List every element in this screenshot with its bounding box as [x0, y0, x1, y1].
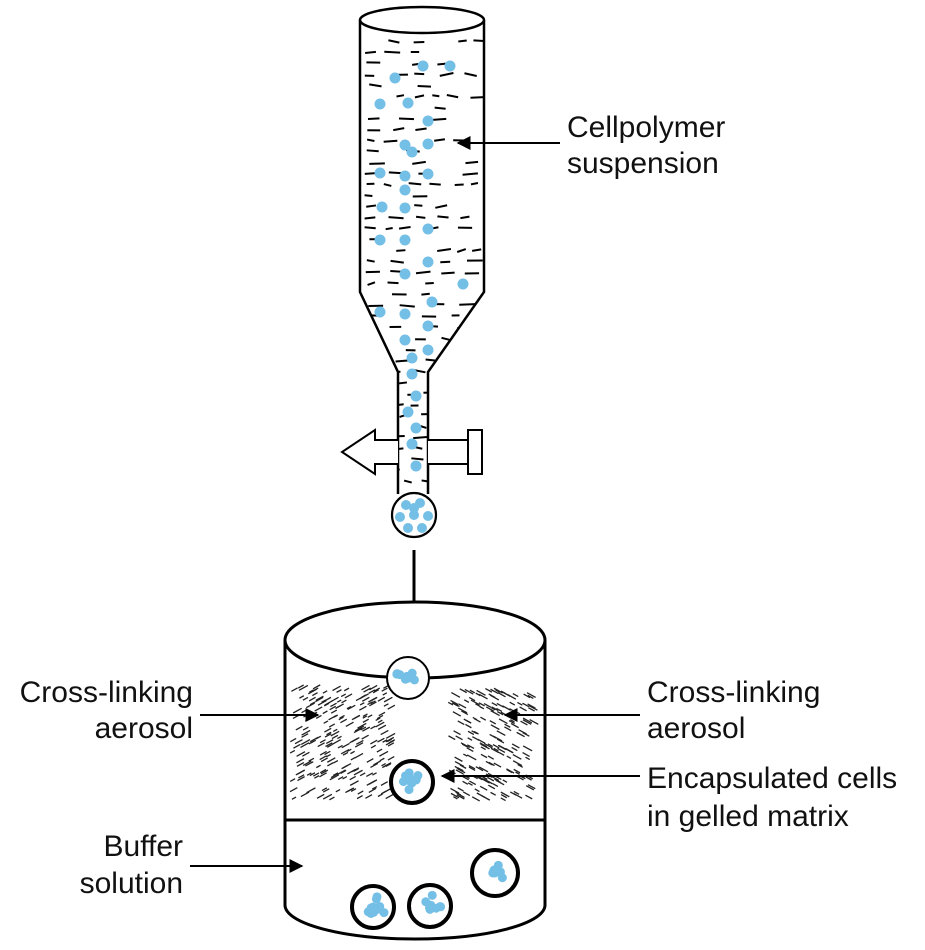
cell-27 [422, 344, 434, 356]
cell-32 [406, 438, 418, 450]
cell-14 [399, 202, 411, 214]
valve-arrow-icon [340, 428, 469, 476]
label-crosslink-left-1: Cross-linking [20, 676, 193, 709]
cell-24 [399, 334, 411, 346]
syringe [358, 5, 486, 494]
cell-0 [417, 60, 429, 72]
aerosol-left [289, 684, 396, 801]
capsule-gelled [389, 759, 435, 805]
label-crosslink-right-1: Cross-linking [647, 676, 820, 709]
cell-29 [410, 390, 422, 402]
cell-17 [399, 234, 411, 246]
cell-15 [422, 223, 434, 235]
cell-30 [402, 406, 414, 418]
syringe-top-rim [358, 5, 486, 35]
falling-droplet [390, 491, 438, 539]
label-encapsulated-1: Encapsulated cells [647, 762, 897, 795]
capsule-buffer-1 [470, 848, 520, 898]
capsules [350, 656, 520, 930]
cell-31 [410, 422, 422, 434]
cell-28 [406, 368, 418, 380]
cell-21 [374, 306, 386, 318]
valve [340, 428, 483, 476]
suspension-cells [374, 60, 469, 472]
cell-23 [426, 296, 438, 308]
cell-7 [422, 138, 434, 150]
cell-9 [374, 167, 386, 179]
syringe-body [358, 20, 486, 494]
cell-4 [402, 97, 414, 109]
cell-26 [406, 352, 418, 364]
cell-11 [422, 168, 434, 180]
capsule-at-surface [386, 656, 430, 700]
cell-1 [444, 60, 456, 72]
label-cellpolymer: Cellpolymer [567, 111, 725, 144]
cell-10 [399, 170, 411, 182]
label-encapsulated-2: in gelled matrix [647, 800, 849, 833]
capsule-buffer-3 [407, 883, 453, 929]
label-buffer: Buffer [104, 830, 184, 863]
label-crosslink-left-2: aerosol [95, 712, 193, 745]
cell-2 [389, 72, 401, 84]
cell-5 [422, 115, 434, 127]
cell-8 [406, 146, 418, 158]
label-solution: solution [80, 867, 183, 900]
cell-12 [399, 184, 411, 196]
cell-18 [422, 256, 434, 268]
cell-3 [374, 98, 386, 110]
capsule-buffer-2 [350, 884, 396, 930]
cell-6 [399, 139, 411, 151]
cell-19 [399, 268, 411, 280]
label-crosslink-right-2: aerosol [647, 712, 745, 745]
cell-13 [376, 201, 388, 213]
cell-33 [410, 460, 422, 472]
cell-22 [399, 308, 411, 320]
valve-handle [467, 429, 483, 475]
label-suspension: suspension [567, 147, 719, 180]
cell-25 [422, 320, 434, 332]
cell-20 [457, 278, 469, 290]
cell-16 [374, 234, 386, 246]
